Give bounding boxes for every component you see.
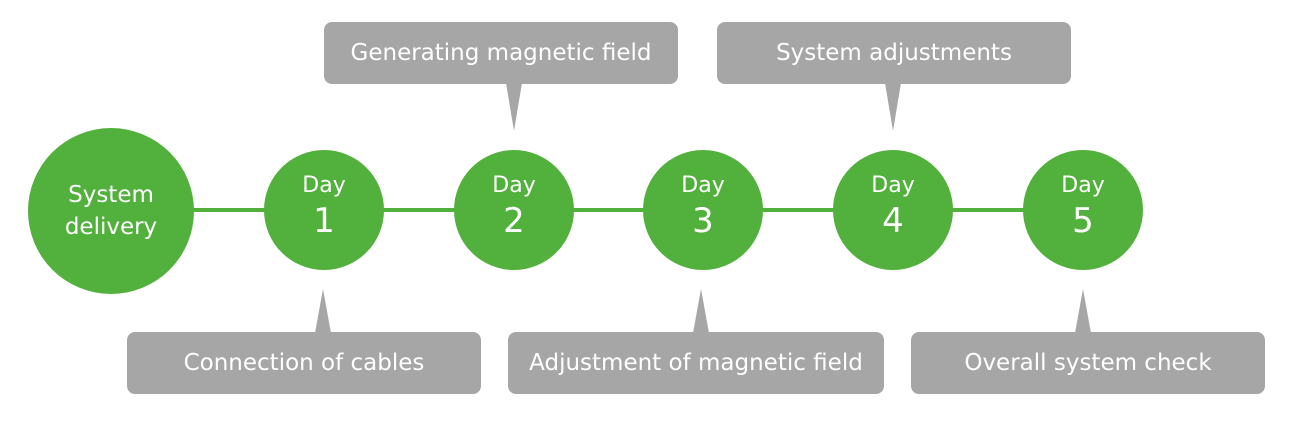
callout-pointer-day-4 [885,83,901,131]
day-2-number: 2 [503,201,525,241]
callout-generating-magnetic-field: Generating magnetic field [324,22,678,84]
callout-generating-magnetic-field-label: Generating magnetic field [350,40,652,66]
callout-pointer-day-1 [315,289,331,333]
system-delivery-node: System delivery [28,128,194,294]
day-5-number: 5 [1072,201,1094,241]
callout-pointer-day-2 [506,83,522,131]
system-delivery-label-line2: delivery [64,214,158,240]
day-5-node: Day 5 [1023,150,1143,270]
day-3-number: 3 [692,201,714,241]
day-5-word: Day [1061,173,1105,198]
day-1-number: 1 [313,201,335,241]
callout-adjustment-of-magnetic-field-label: Adjustment of magnetic field [529,350,863,376]
callout-system-adjustments-label: System adjustments [776,40,1012,66]
callout-pointer-day-5 [1075,289,1091,333]
day-2-word: Day [492,173,536,198]
callout-pointer-day-3 [693,289,709,333]
day-3-node: Day 3 [643,150,763,270]
callout-overall-system-check: Overall system check [911,332,1265,394]
system-delivery-label-line1: System [68,182,154,208]
day-2-node: Day 2 [454,150,574,270]
day-3-word: Day [681,173,725,198]
day-1-node: Day 1 [264,150,384,270]
timeline-connector-line [110,208,1085,212]
callout-adjustment-of-magnetic-field: Adjustment of magnetic field [508,332,884,394]
day-4-node: Day 4 [833,150,953,270]
day-1-word: Day [302,173,346,198]
day-4-word: Day [871,173,915,198]
callout-overall-system-check-label: Overall system check [964,350,1212,376]
callout-connection-of-cables-label: Connection of cables [183,350,425,376]
callout-system-adjustments: System adjustments [717,22,1071,84]
day-4-number: 4 [882,201,904,241]
callout-connection-of-cables: Connection of cables [127,332,481,394]
